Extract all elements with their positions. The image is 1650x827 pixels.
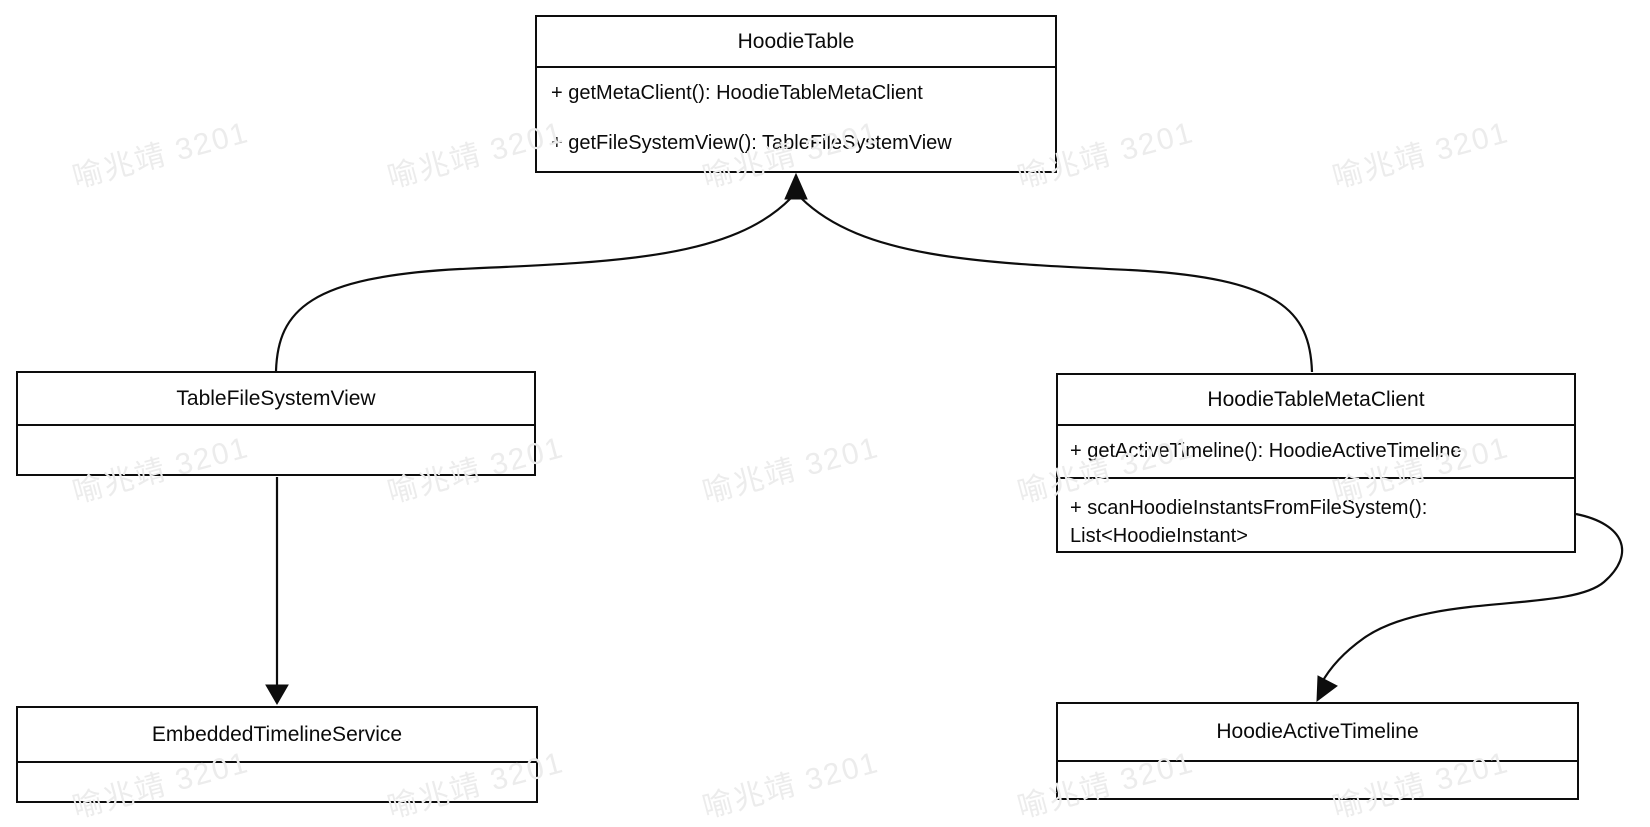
- method-get-active-timeline: + getActiveTimeline(): HoodieActiveTimel…: [1058, 426, 1574, 479]
- edge-hoodietablemetaclient-to-hoodietable: [800, 197, 1314, 373]
- method-get-meta-client: + getMetaClient(): HoodieTableMetaClient: [551, 81, 923, 104]
- class-embedded-timeline-service: EmbeddedTimelineService: [16, 706, 538, 803]
- class-hoodie-table-meta-client: HoodieTableMetaClient + getActiveTimelin…: [1056, 373, 1576, 553]
- arrowhead-to-hoodieactivetimeline: [1316, 675, 1338, 703]
- class-table-file-system-view: TableFileSystemView: [16, 371, 536, 476]
- edge-tablefilesystemview-to-hoodietable: [274, 197, 792, 372]
- class-title-embedded-timeline-service: EmbeddedTimelineService: [18, 708, 536, 763]
- class-hoodie-table: HoodieTable + getMetaClient(): HoodieTab…: [535, 15, 1057, 173]
- class-body: + getMetaClient(): HoodieTableMetaClient…: [537, 68, 1055, 169]
- arrowhead-to-hoodietable: [784, 172, 808, 200]
- watermark-text: 喻兆靖 3201: [1329, 116, 1513, 195]
- watermark-text: 喻兆靖 3201: [699, 431, 883, 510]
- class-hoodie-active-timeline: HoodieActiveTimeline: [1056, 702, 1579, 800]
- watermark-text: 喻兆靖 3201: [699, 746, 883, 825]
- class-body-empty: [18, 763, 536, 801]
- class-title-table-file-system-view: TableFileSystemView: [18, 373, 534, 426]
- arrowhead-to-embeddedtimelineservice: [265, 684, 289, 705]
- class-title-hoodie-table-meta-client: HoodieTableMetaClient: [1058, 375, 1574, 426]
- watermark-text: 喻兆靖 3201: [69, 116, 253, 195]
- method-get-file-system-view: + getFileSystemView(): TableFileSystemVi…: [551, 132, 952, 155]
- class-title-hoodie-active-timeline: HoodieActiveTimeline: [1058, 704, 1577, 762]
- class-body-empty: [1058, 762, 1577, 798]
- class-body-empty: [18, 426, 534, 474]
- class-title-hoodie-table: HoodieTable: [537, 17, 1055, 68]
- method-compartment: + scanHoodieInstantsFromFileSystem(): Li…: [1058, 479, 1574, 551]
- method-scan-hoodie-instants: + scanHoodieInstantsFromFileSystem(): Li…: [1070, 497, 1428, 547]
